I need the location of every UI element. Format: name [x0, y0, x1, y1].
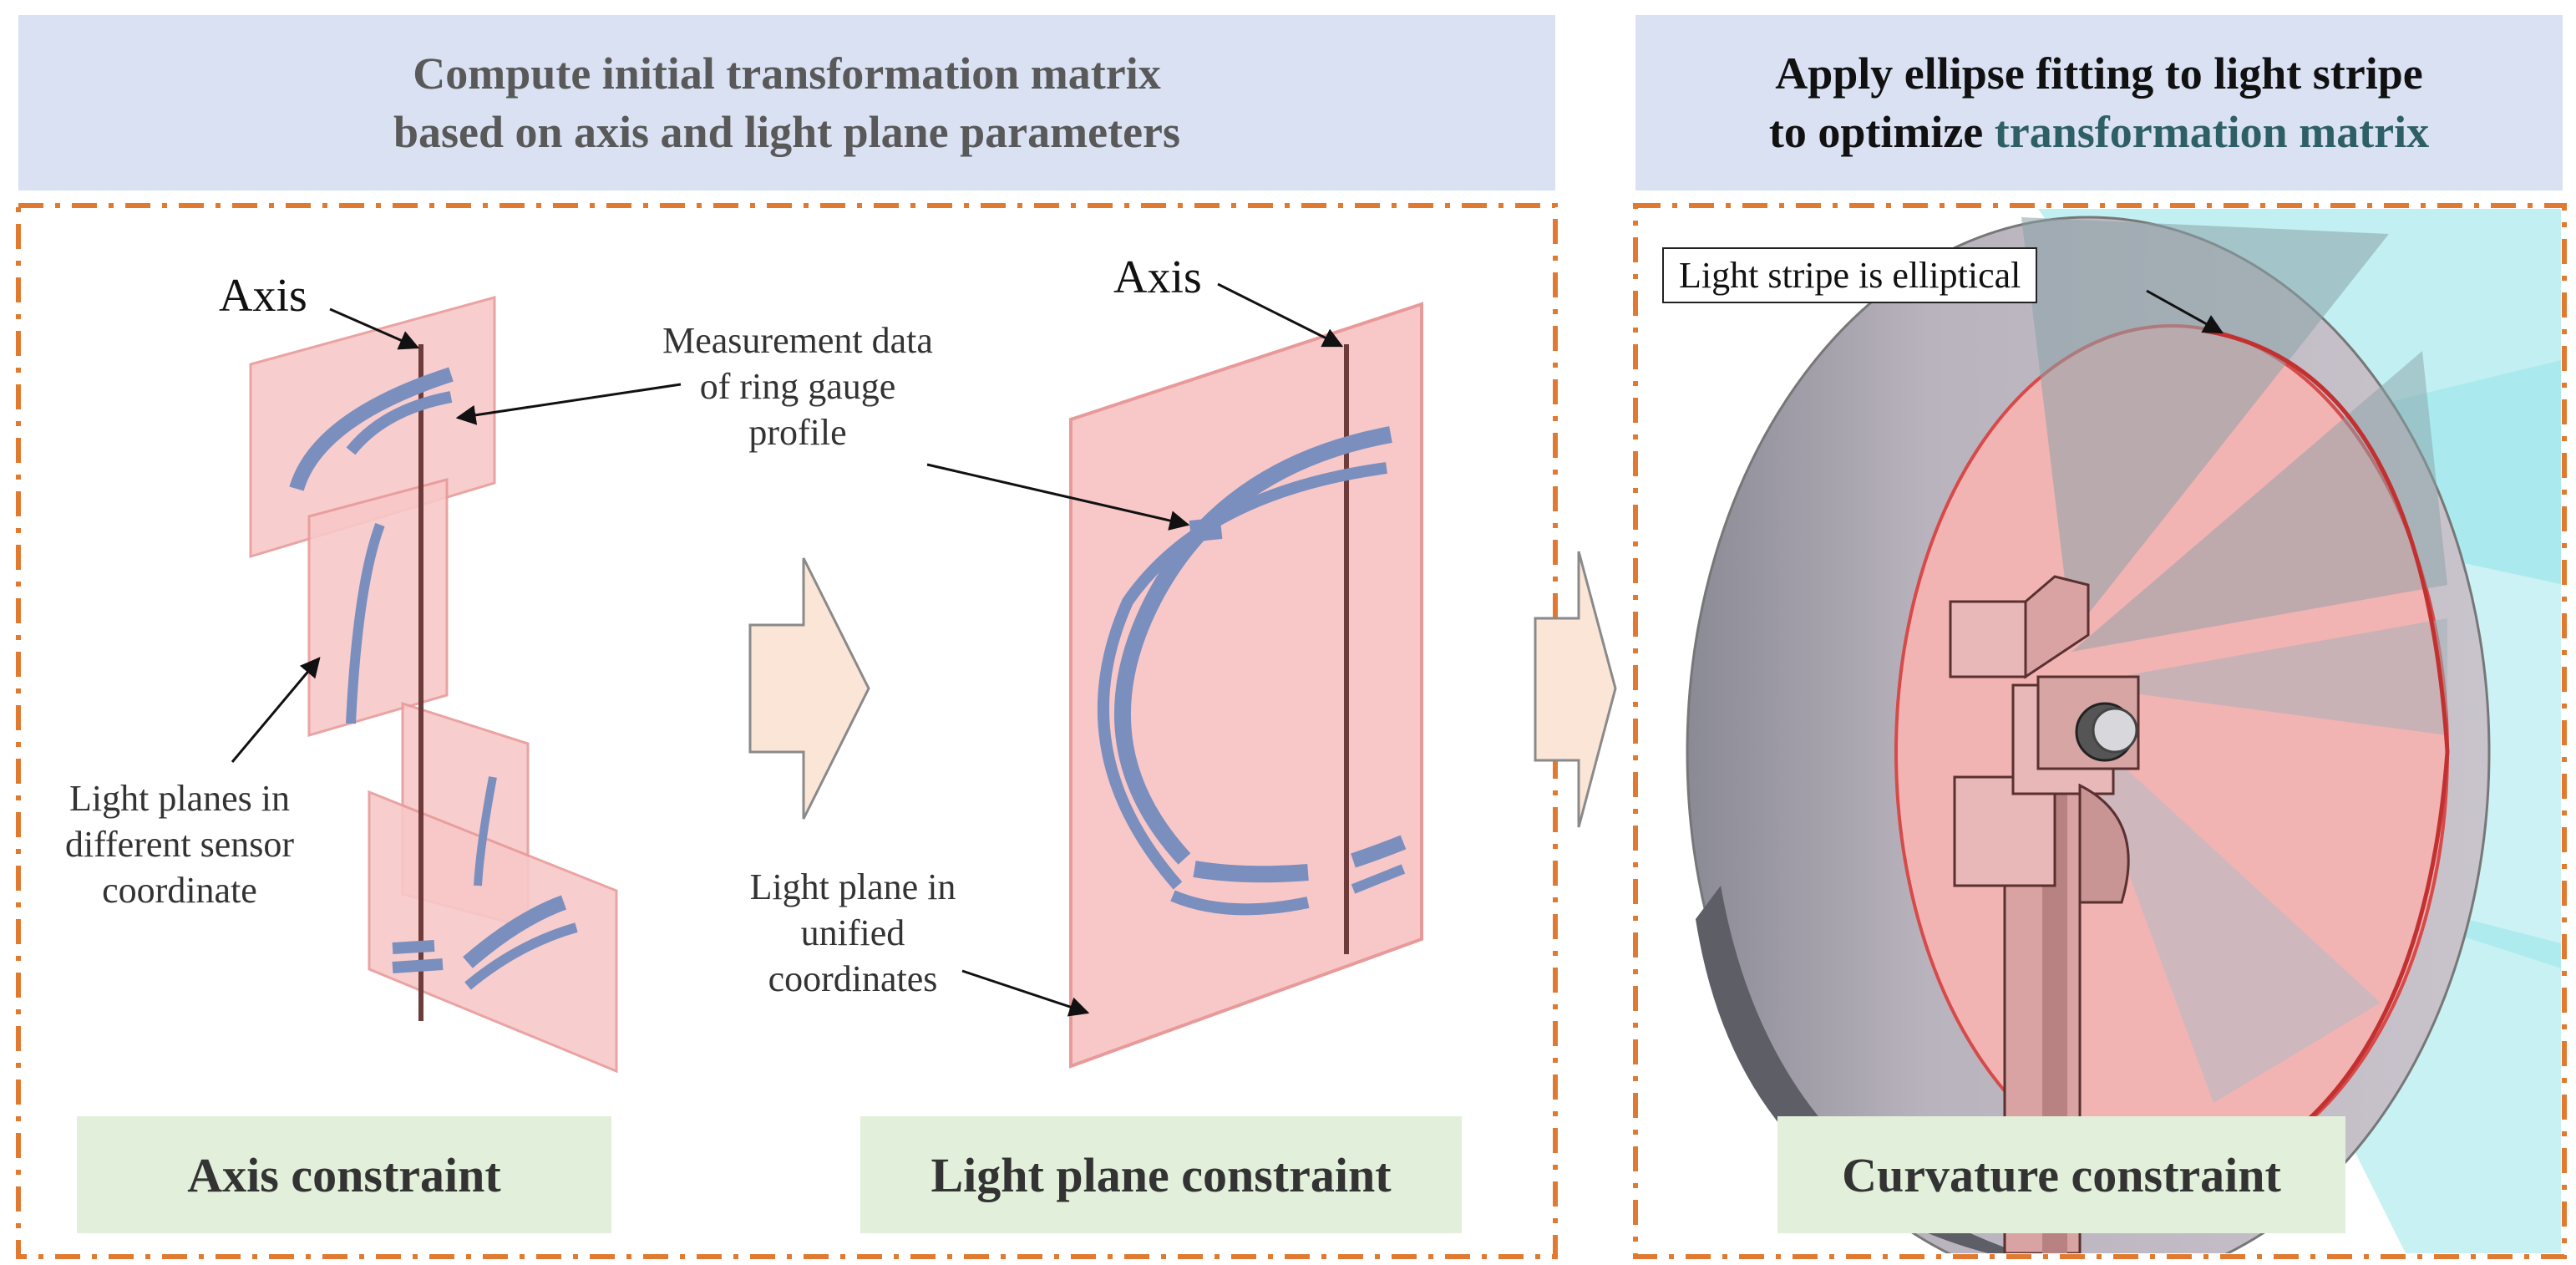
sensor-fin — [2078, 783, 2130, 904]
profile-arc-4a — [463, 895, 567, 968]
profile-arc-1b — [346, 391, 453, 455]
elliptical-light-stripe — [2204, 328, 2450, 1181]
ring-profile-arc-5 — [1170, 890, 1310, 916]
light-plane-constraint-drawing — [926, 282, 1423, 1069]
light-ray-3 — [2071, 618, 2447, 735]
flow-arrow-1 — [748, 557, 870, 820]
axis-leader-2 — [1217, 282, 1344, 348]
right-header-line-2: to optimize transformation matrix — [1769, 103, 2429, 161]
axis-label-1: Axis — [219, 270, 307, 322]
right-header-line-2-part-1: to optimize — [1768, 107, 1995, 157]
axis-constraint-drawing — [231, 296, 682, 1074]
measurement-leader-2 — [926, 463, 1190, 531]
ring-profile-arc-3 — [1189, 517, 1223, 542]
light-planes-leader — [231, 657, 321, 763]
ring-profile-arc-1 — [1113, 426, 1392, 865]
light-plane-2 — [307, 478, 449, 737]
ring-profile-arc-2 — [1097, 462, 1387, 890]
unified-coordinates-note: Light plane in unified coordinates — [749, 866, 956, 999]
measurement-note: Measurement data of ring gauge profile — [662, 320, 933, 453]
light-ray-1 — [2021, 217, 2389, 635]
light-planes-note: Light planes in different sensor coordin… — [64, 778, 295, 911]
right-header-line-2-part-2: transformation matrix — [1994, 107, 2430, 157]
profile-arc-2 — [346, 522, 385, 724]
elliptical-stripe-callout: Light stripe is elliptical — [1662, 247, 2038, 303]
profile-arc-4b — [464, 922, 578, 990]
sensor-bracket — [1953, 775, 2056, 887]
sensor-head — [1949, 600, 2027, 678]
right-header-line-1: Apply ellipse fitting to light stripe — [1775, 48, 2423, 99]
curvature-constraint-drawing — [1686, 209, 2561, 1253]
stripe-leader — [2146, 289, 2224, 334]
axis-label-2: Axis — [1113, 251, 1202, 303]
ring-profile-arc-7 — [1351, 864, 1406, 894]
sensor-lens — [2092, 707, 2138, 754]
light-plane-constraint-label: Light plane constraint — [860, 1116, 1462, 1233]
light-ray-4 — [2071, 719, 2381, 1103]
right-panel-border — [1633, 203, 2567, 1259]
ring-profile-arc-6 — [1351, 835, 1407, 868]
profile-arc-3 — [474, 776, 497, 887]
right-section-header: Apply ellipse fitting to light stripe to… — [1635, 15, 2563, 191]
curvature-constraint-label: Curvature constraint — [1777, 1116, 2345, 1233]
axis-constraint-label: Axis constraint — [77, 1116, 611, 1233]
light-plane-4 — [368, 790, 618, 1074]
profile-dash-4 — [392, 940, 444, 973]
profile-arc-1a — [289, 367, 454, 491]
axis-leader-1 — [329, 307, 420, 350]
left-panel-border — [16, 203, 1558, 1259]
left-section-header: Compute initial transformation matrix ba… — [18, 15, 1555, 191]
flow-arrow-2 — [1534, 551, 1617, 828]
measurement-leader-1 — [455, 383, 682, 425]
unified-light-plane — [1069, 302, 1423, 1069]
unified-leader — [961, 969, 1090, 1017]
left-header-line-1: Compute initial transformation matrix — [413, 48, 1161, 99]
sensor-head-top — [2024, 575, 2090, 679]
left-header-line-2: based on axis and light plane parameters — [393, 107, 1181, 157]
ring-profile-arc-4 — [1193, 861, 1309, 883]
